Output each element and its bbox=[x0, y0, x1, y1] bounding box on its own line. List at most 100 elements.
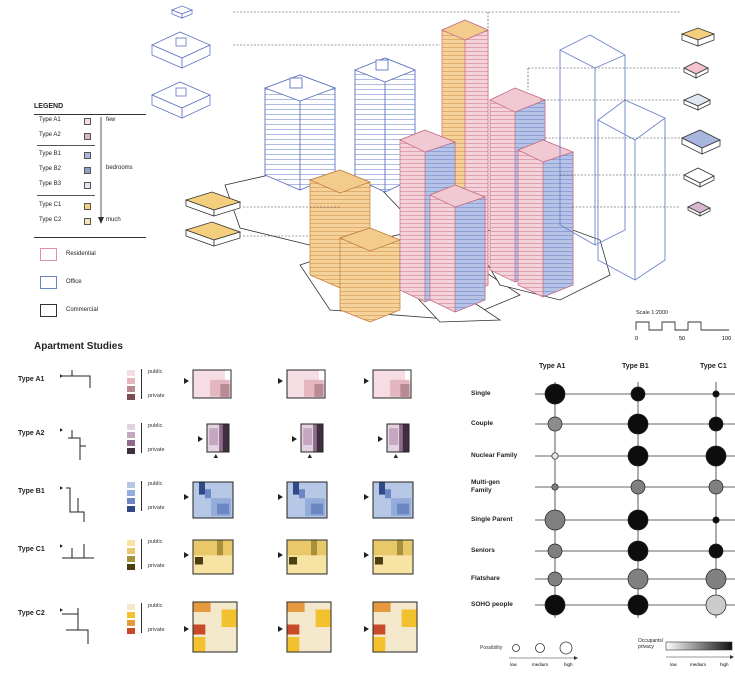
palette-swatch bbox=[127, 548, 135, 554]
apartment-plan bbox=[372, 539, 414, 575]
unit-icon-right-a1 bbox=[683, 61, 709, 79]
occupants-low: low bbox=[670, 662, 678, 667]
entrance-arrow bbox=[184, 552, 189, 558]
matrix-bubble bbox=[712, 390, 720, 398]
legend-type-swatch bbox=[84, 217, 91, 225]
matrix-bubble bbox=[627, 509, 649, 531]
entrance-arrow bbox=[378, 436, 383, 442]
legend-use-swatch bbox=[40, 304, 57, 317]
matrix-bubble bbox=[547, 571, 563, 587]
entrance-arrow bbox=[364, 626, 369, 632]
legend-type-label: Type C1 bbox=[39, 202, 62, 208]
matrix-bubble bbox=[544, 509, 566, 531]
palette-swatch bbox=[127, 378, 135, 384]
palette-public-label: public bbox=[148, 603, 163, 609]
unit-icon-right-b3 bbox=[682, 93, 711, 111]
palette-swatch bbox=[127, 564, 135, 570]
palette-swatch bbox=[127, 490, 135, 496]
palette-swatch bbox=[127, 628, 135, 634]
palette-public-label: public bbox=[148, 539, 163, 545]
legend-type-label: Type A2 bbox=[39, 132, 61, 138]
scale-title: Scale 1:2000 bbox=[636, 310, 669, 316]
unit-icon-c2 bbox=[184, 221, 242, 247]
unit-icon-right-b2 bbox=[683, 167, 715, 188]
matrix-row-label: SOHO people bbox=[471, 601, 513, 608]
apartment-plan bbox=[192, 539, 234, 575]
entrance-arrow bbox=[364, 552, 369, 558]
palette-swatch bbox=[127, 506, 135, 512]
apartment-plan bbox=[286, 481, 328, 519]
legend-use-label: Residential bbox=[66, 251, 96, 257]
palette-swatch bbox=[127, 440, 135, 446]
palette-bracket bbox=[141, 369, 142, 399]
possibility-low: low bbox=[510, 662, 518, 667]
entrance-arrow bbox=[278, 552, 283, 558]
palette-swatch bbox=[127, 370, 135, 376]
apartment-plan bbox=[372, 601, 418, 653]
palette-swatch bbox=[127, 556, 135, 562]
palette-private-label: private bbox=[148, 563, 165, 569]
legend-type-swatch bbox=[84, 181, 91, 189]
legend-type-swatch bbox=[84, 117, 91, 125]
matrix-bubble bbox=[705, 594, 727, 616]
scale-bar: 0 50 100 bbox=[635, 321, 731, 342]
suitability-matrix bbox=[535, 382, 735, 618]
palette-bracket bbox=[141, 481, 142, 511]
palette-public-label: public bbox=[148, 369, 163, 375]
key-plan-diagram bbox=[60, 608, 89, 644]
apartment-plan bbox=[192, 369, 232, 399]
matrix-bubble bbox=[712, 516, 720, 524]
axonometric-drawing bbox=[151, 5, 721, 323]
matrix-row-label: Couple bbox=[471, 420, 494, 427]
matrix-bubble bbox=[547, 416, 563, 432]
palette-bracket bbox=[141, 603, 142, 633]
entrance-arrow bbox=[278, 494, 283, 500]
apartment-plan bbox=[286, 369, 326, 399]
matrix-bubble bbox=[627, 594, 649, 616]
study-row-label: Type B1 bbox=[18, 488, 45, 495]
apartment-plan bbox=[372, 369, 412, 399]
palette-swatch bbox=[127, 540, 135, 546]
matrix-bubble bbox=[708, 479, 724, 495]
legend-group-divider bbox=[37, 195, 95, 196]
palette-swatch bbox=[127, 604, 135, 610]
matrix-column-header: Type B1 bbox=[622, 363, 649, 370]
legend-much-label: much bbox=[106, 217, 121, 223]
apartment-plan bbox=[192, 601, 238, 653]
palette-private-label: private bbox=[148, 393, 165, 399]
leader-lines bbox=[233, 11, 680, 237]
legend-use-label: Commercial bbox=[66, 307, 99, 313]
matrix-bubble bbox=[544, 383, 566, 405]
matrix-bubble bbox=[627, 540, 649, 562]
legend-type-swatch bbox=[84, 166, 91, 174]
legend-title: LEGEND bbox=[34, 103, 64, 110]
entrance-arrow bbox=[278, 626, 283, 632]
legend-type-swatch bbox=[84, 151, 91, 159]
study-row-label: Type A1 bbox=[18, 376, 45, 383]
palette-swatch bbox=[127, 498, 135, 504]
palette-swatch bbox=[127, 424, 135, 430]
unit-icon-right-a2 bbox=[687, 201, 711, 217]
palette-swatch bbox=[127, 448, 135, 454]
matrix-column-header: Type C1 bbox=[700, 363, 727, 370]
matrix-row-label: Single bbox=[471, 390, 491, 397]
entrance-arrow bbox=[184, 378, 189, 384]
key-plan-diagram bbox=[60, 370, 91, 388]
matrix-column-header: Type A1 bbox=[539, 363, 566, 370]
legend-bedroom-arrow bbox=[98, 117, 104, 224]
possibility-medium: medium bbox=[532, 662, 548, 667]
apartment-plan bbox=[206, 423, 230, 458]
study-row-label: Type C1 bbox=[18, 546, 45, 553]
entrance-arrow bbox=[198, 436, 203, 442]
matrix-bubble bbox=[705, 445, 727, 467]
legend-use-swatch bbox=[40, 276, 57, 289]
matrix-bubble bbox=[630, 479, 646, 495]
matrix-bubble bbox=[551, 483, 559, 491]
entrance-arrow bbox=[184, 626, 189, 632]
study-row-label: Type C2 bbox=[18, 610, 45, 617]
possibility-high: high bbox=[564, 662, 573, 667]
palette-swatch bbox=[127, 432, 135, 438]
palette-swatch bbox=[127, 482, 135, 488]
apartment-plan bbox=[372, 481, 414, 519]
apartment-plan bbox=[192, 481, 234, 519]
